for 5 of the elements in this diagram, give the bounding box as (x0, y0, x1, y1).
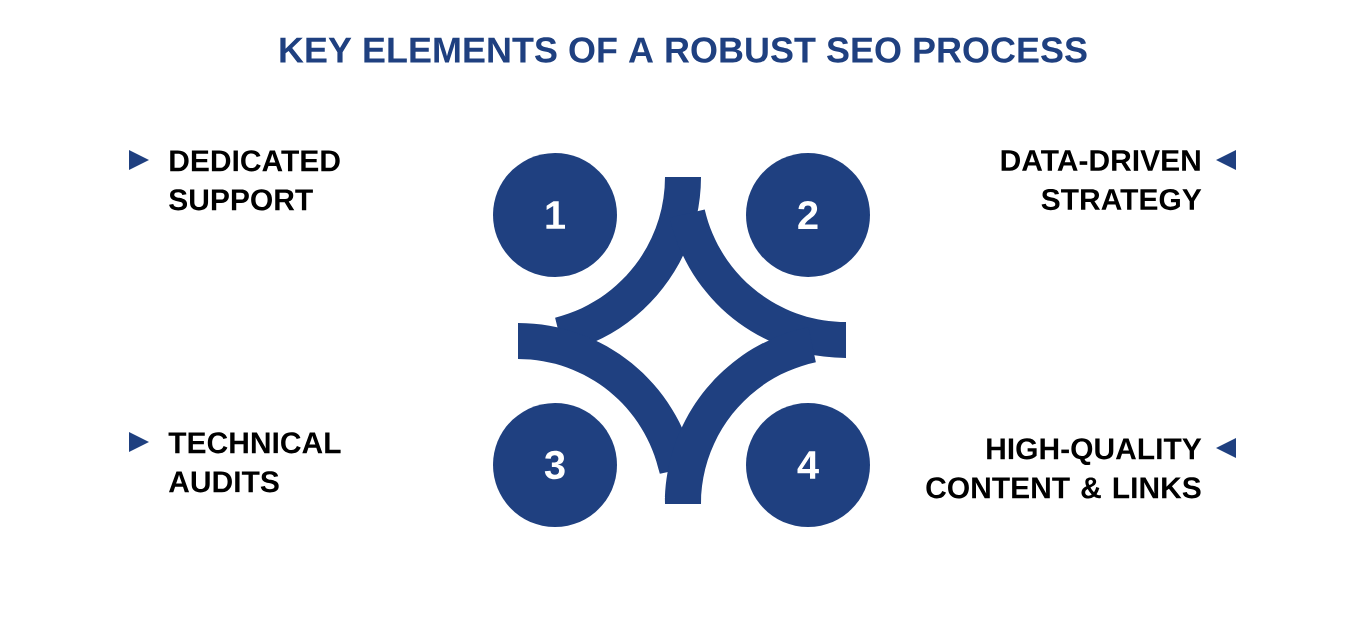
title: KEY ELEMENTS OF A ROBUST SEO PROCESS (280, 37, 1087, 63)
item-text: DATA-DRIVEN STRATEGY (1001, 150, 1202, 211)
item-text: DEDICATED SUPPORT (169, 150, 340, 211)
item-text: TECHNICAL AUDITS (168, 432, 341, 493)
item-text: HIGH-QUALITY CONTENT & LINKS (926, 438, 1202, 499)
